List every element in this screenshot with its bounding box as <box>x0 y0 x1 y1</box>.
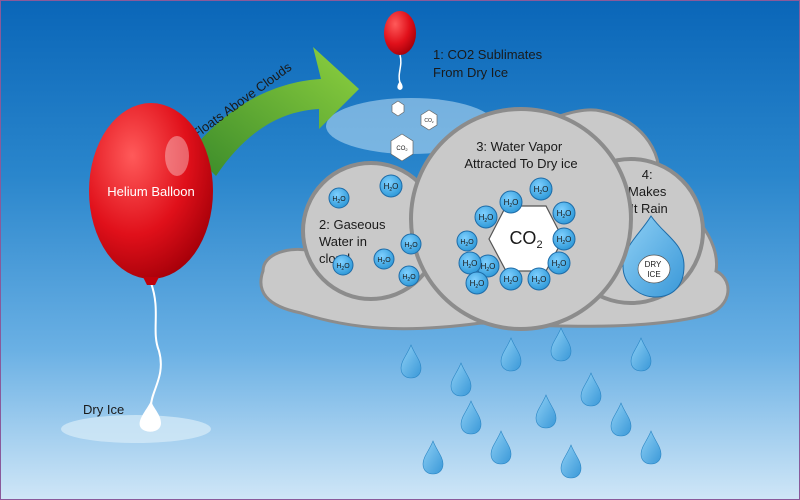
water-molecule: H2O <box>373 248 395 270</box>
raindrop <box>460 400 482 435</box>
raindrop <box>450 362 472 397</box>
raindrop <box>422 440 444 475</box>
water-molecule: H2O <box>458 251 482 275</box>
svg-text:H2O: H2O <box>534 185 549 196</box>
water-molecule: H2O <box>547 251 571 275</box>
svg-text:H2O: H2O <box>552 259 567 270</box>
svg-text:H2O: H2O <box>470 279 485 290</box>
raindrop <box>490 430 512 465</box>
water-molecule: H2O <box>398 265 420 287</box>
svg-text:H2O: H2O <box>332 196 346 205</box>
raindrop <box>535 394 557 429</box>
co2-hexagon-small-3: CO2 <box>390 133 414 162</box>
balloon-string <box>150 282 162 407</box>
svg-text:H2O: H2O <box>481 262 496 273</box>
water-molecule: H2O <box>456 230 478 252</box>
water-molecule: H2O <box>529 177 553 201</box>
raindrop <box>400 344 422 379</box>
svg-text:H2O: H2O <box>384 182 399 193</box>
svg-text:DRY ICE: DRY ICE <box>645 260 664 279</box>
raindrops <box>400 327 662 479</box>
water-molecule: H2O <box>499 190 523 214</box>
raindrop <box>580 372 602 407</box>
svg-text:CO2: CO2 <box>396 146 408 152</box>
water-molecule: H2O <box>400 233 422 255</box>
step4-label: 4: Makes It Rain <box>628 167 670 216</box>
dry-ice-drop <box>139 401 161 432</box>
step3-label: 3: Water Vapor Attracted To Dry ice <box>464 139 577 171</box>
water-molecule: H2O <box>499 267 523 291</box>
step1-label: 1: CO2 Sublimates From Dry Ice <box>433 47 546 80</box>
water-molecules: H2OH2OH2OH2OH2OH2OH2OH2OH2OH2OH2OH2OH2OH… <box>328 174 576 295</box>
svg-text:H2O: H2O <box>402 274 416 283</box>
water-molecule: H2O <box>474 205 498 229</box>
dry-ice-raindrop: DRY ICE <box>622 215 685 298</box>
float-arrow <box>191 47 359 176</box>
water-molecule: H2O <box>527 267 551 291</box>
helium-balloon: Helium Balloon <box>89 103 213 407</box>
svg-text:H2O: H2O <box>463 259 478 270</box>
svg-text:H2O: H2O <box>557 235 572 246</box>
balloon-label: Helium Balloon <box>107 184 194 199</box>
water-molecule: H2O <box>379 174 403 198</box>
mist-bottom <box>61 415 211 443</box>
dry-ice-label: Dry Ice <box>83 402 124 417</box>
raindrop <box>640 430 662 465</box>
raindrop <box>630 337 652 372</box>
water-molecule: H2O <box>552 227 576 251</box>
water-molecule: H2O <box>465 271 489 295</box>
co2-hexagon-small-1 <box>391 100 405 117</box>
svg-text:H2O: H2O <box>377 257 391 266</box>
svg-text:H2O: H2O <box>557 209 572 220</box>
svg-text:H2O: H2O <box>460 239 474 248</box>
water-molecule: H2O <box>328 187 350 209</box>
raindrop <box>560 444 582 479</box>
svg-text:H2O: H2O <box>404 242 418 251</box>
svg-text:H2O: H2O <box>479 213 494 224</box>
svg-text:H2O: H2O <box>532 275 547 286</box>
small-balloon <box>384 11 416 90</box>
svg-text:H2O: H2O <box>504 275 519 286</box>
water-molecule: H2O <box>552 201 576 225</box>
co2-hexagon-small-2: CO2 <box>420 109 438 131</box>
raindrop <box>500 337 522 372</box>
svg-text:H2O: H2O <box>504 198 519 209</box>
raindrop <box>550 327 572 362</box>
raindrop <box>610 402 632 437</box>
water-molecule: H2O <box>332 254 354 276</box>
svg-text:CO2: CO2 <box>509 228 542 251</box>
svg-text:CO2: CO2 <box>424 118 434 124</box>
svg-text:H2O: H2O <box>336 263 350 272</box>
